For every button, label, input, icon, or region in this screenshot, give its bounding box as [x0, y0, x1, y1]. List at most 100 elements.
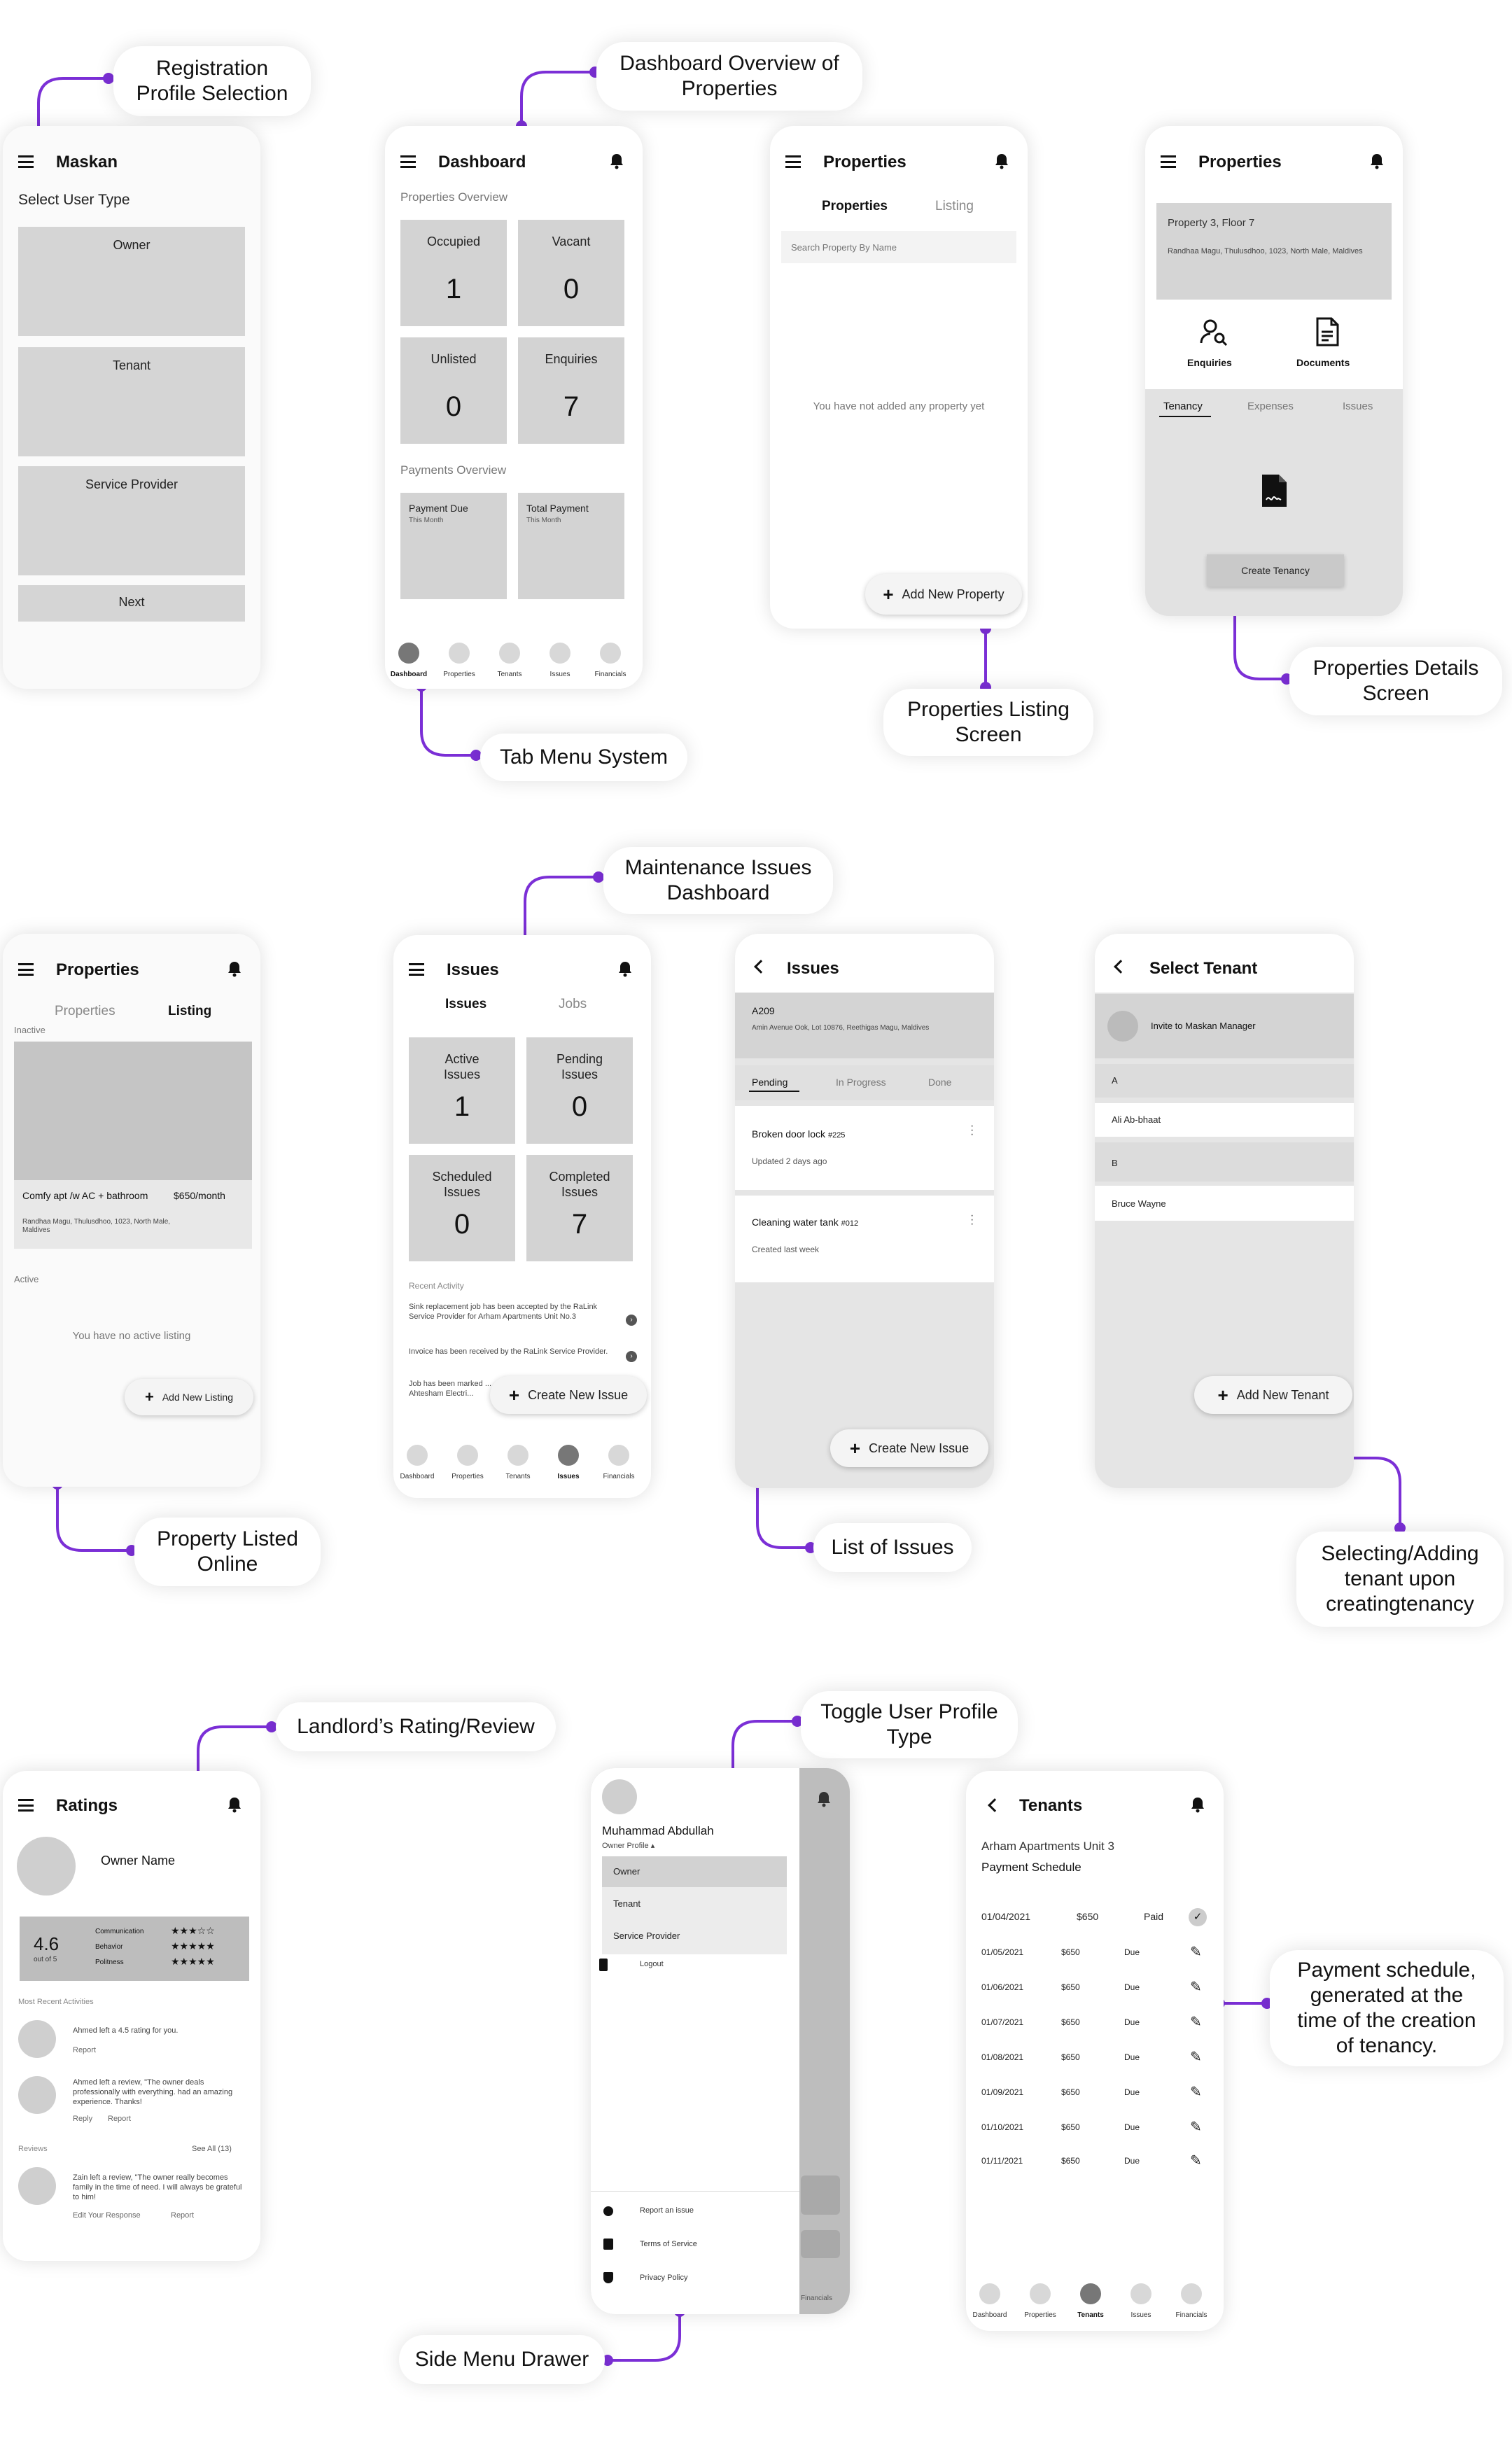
report-link[interactable]: Report	[108, 2115, 132, 2123]
tenant-row[interactable]: Ali Ab-bhaat	[1095, 1103, 1354, 1137]
more-options-icon[interactable]: ···	[970, 1120, 974, 1140]
bell-icon[interactable]	[609, 153, 624, 169]
pencil-icon[interactable]: ✎	[1190, 2050, 1202, 2065]
property-card[interactable]: Property 3, Floor 7 Randhaa Magu, Thulus…	[1156, 203, 1392, 300]
tenant-row[interactable]: Bruce Wayne	[1095, 1186, 1354, 1221]
invite-row[interactable]: Invite to Maskan Manager	[1095, 994, 1354, 1058]
back-chevron-icon[interactable]	[988, 1798, 1002, 1812]
issue-item[interactable]: Broken door lock #225 Updated 2 days ago…	[735, 1106, 994, 1190]
pencil-icon[interactable]: ✎	[1190, 2085, 1202, 2100]
tab-expenses[interactable]: Expenses	[1247, 400, 1294, 412]
report-issue-link[interactable]: Report an issue	[640, 2206, 694, 2215]
tab-tenants[interactable]: Tenants	[494, 1445, 542, 1480]
add-property-button[interactable]: +Add New Property	[865, 574, 1022, 615]
terms-link[interactable]: Terms of Service	[640, 2240, 697, 2248]
bell-icon[interactable]	[227, 1796, 242, 1813]
pencil-icon[interactable]: ✎	[1190, 1945, 1202, 1960]
hamburger-icon[interactable]	[18, 963, 34, 976]
pencil-icon[interactable]: ✎	[1190, 2120, 1202, 2135]
tab-in-progress[interactable]: In Progress	[836, 1077, 886, 1088]
hamburger-icon[interactable]	[1161, 155, 1176, 168]
bell-icon[interactable]	[227, 960, 242, 977]
tab-financials[interactable]: Financials	[587, 643, 634, 678]
profile-toggle[interactable]: Owner Profile ▴	[602, 1842, 655, 1850]
listing-image	[14, 1042, 252, 1180]
next-button[interactable]: Next	[18, 585, 245, 622]
tab-pending[interactable]: Pending	[752, 1077, 788, 1088]
create-issue-button[interactable]: +Create New Issue	[830, 1429, 988, 1467]
add-tenant-button[interactable]: +Add New Tenant	[1194, 1376, 1352, 1414]
properties-tab-icon	[457, 1445, 478, 1466]
tab-issues[interactable]: Issues	[536, 643, 584, 678]
issue-item[interactable]: Cleaning water tank #012 Created last we…	[735, 1196, 994, 1282]
hamburger-icon[interactable]	[18, 155, 34, 168]
bell-icon[interactable]	[1369, 153, 1385, 169]
tab-listing[interactable]: Listing	[935, 199, 974, 213]
tab-tenants[interactable]: Tenants	[1067, 2283, 1114, 2319]
tab-dashboard[interactable]: Dashboard	[393, 1445, 441, 1480]
tab-listing[interactable]: Listing	[168, 1004, 212, 1018]
create-tenancy-button[interactable]: Create Tenancy	[1207, 554, 1344, 587]
tab-issues[interactable]: Issues	[545, 1445, 592, 1480]
chevron-right-icon[interactable]: ›	[626, 1315, 637, 1326]
tab-properties[interactable]: Properties	[55, 1004, 115, 1018]
report-link[interactable]: Report	[73, 2046, 97, 2054]
privacy-link[interactable]: Privacy Policy	[640, 2274, 688, 2282]
tab-tenants[interactable]: Tenants	[486, 643, 533, 678]
create-issue-button[interactable]: +Create New Issue	[490, 1376, 647, 1414]
add-listing-button[interactable]: +Add New Listing	[125, 1379, 253, 1415]
chevron-right-icon[interactable]: ›	[626, 1351, 637, 1362]
tab-issues[interactable]: Issues	[1343, 400, 1373, 412]
tenant-option[interactable]: Tenant	[18, 347, 245, 456]
logout-link[interactable]: Logout	[640, 1960, 664, 1968]
tab-issues[interactable]: Issues	[1117, 2283, 1165, 2319]
hamburger-icon[interactable]	[409, 963, 424, 976]
background-card	[801, 2176, 840, 2215]
report-link[interactable]: Report	[171, 2211, 195, 2220]
pencil-icon[interactable]: ✎	[1190, 2153, 1202, 2169]
bell-icon[interactable]	[1190, 1796, 1205, 1813]
more-options-icon[interactable]: ···	[970, 1210, 974, 1230]
option-owner[interactable]: Owner	[602, 1856, 787, 1887]
see-all-link[interactable]: See All (13)	[192, 2145, 232, 2153]
tab-jobs[interactable]: Jobs	[559, 997, 587, 1011]
pencil-icon[interactable]: ✎	[1190, 2015, 1202, 2030]
hamburger-icon[interactable]	[785, 155, 801, 168]
owner-option[interactable]: Owner	[18, 227, 245, 336]
tab-tenancy[interactable]: Tenancy	[1163, 400, 1203, 412]
edit-response-link[interactable]: Edit Your Response	[73, 2211, 141, 2220]
tab-dashboard[interactable]: Dashboard	[966, 2283, 1014, 2319]
option-service-provider[interactable]: Service Provider	[613, 1931, 680, 1941]
option-tenant[interactable]: Tenant	[613, 1898, 641, 1909]
reply-link[interactable]: Reply	[73, 2115, 93, 2123]
total-payment-card[interactable]: Total Payment This Month	[518, 493, 624, 599]
tab-done[interactable]: Done	[928, 1077, 952, 1088]
service-provider-option[interactable]: Service Provider	[18, 466, 245, 575]
tab-dashboard[interactable]: Dashboard	[385, 643, 433, 678]
tab-properties[interactable]: Properties	[435, 643, 483, 678]
bell-icon[interactable]	[994, 153, 1009, 169]
tab-issues[interactable]: Issues	[445, 997, 487, 1011]
listing-card[interactable]: Comfy apt /w AC + bathroom $650/month Ra…	[14, 1042, 252, 1249]
tab-financials[interactable]: Financials	[1168, 2283, 1215, 2319]
enquiries-icon[interactable]	[1198, 316, 1229, 347]
pencil-icon[interactable]: ✎	[1190, 1980, 1202, 1995]
tab-properties[interactable]: Properties	[822, 199, 888, 213]
tab-properties[interactable]: Properties	[1016, 2283, 1064, 2319]
tab-financials[interactable]: Financials	[595, 1445, 643, 1480]
document-icon[interactable]	[1313, 316, 1341, 347]
hamburger-icon[interactable]	[400, 155, 416, 168]
payment-due-card[interactable]: Payment Due This Month	[400, 493, 507, 599]
bell-icon[interactable]	[617, 960, 633, 977]
hamburger-icon[interactable]	[18, 1799, 34, 1812]
tab-properties[interactable]: Properties	[444, 1445, 491, 1480]
search-input[interactable]	[781, 231, 1016, 263]
